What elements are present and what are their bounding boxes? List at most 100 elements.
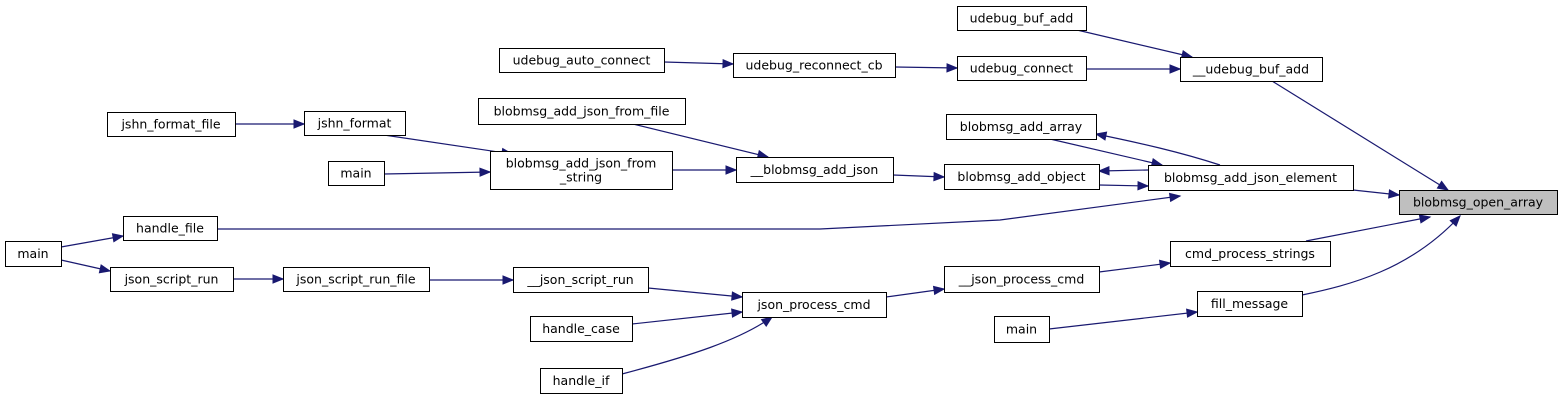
node-json-script-run[interactable]: json_script_run <box>110 267 234 292</box>
node-main-a[interactable]: main <box>328 161 385 186</box>
node-label: __blobmsg_add_json <box>750 162 879 177</box>
node-box <box>490 151 673 190</box>
node-label: _string <box>559 170 602 185</box>
arrowhead-icon <box>1169 64 1182 74</box>
node-label: udebug_reconnect_cb <box>745 58 882 73</box>
node-label: main <box>17 246 48 261</box>
node-label: main <box>340 166 371 181</box>
arrowhead-icon <box>731 291 744 301</box>
node-label: fill_message <box>1211 296 1289 311</box>
arrowhead-icon <box>731 308 744 318</box>
node-add-json-from-file[interactable]: blobmsg_add_json_from_file <box>478 98 686 125</box>
arrowhead-icon <box>1158 259 1172 270</box>
arrowhead-icon <box>946 63 959 73</box>
node-label: cmd_process_strings <box>1185 246 1315 261</box>
arrowhead-icon <box>760 316 774 327</box>
edge-add_json_element-to-add_array <box>1094 131 1221 166</box>
node-json-process-cmd[interactable]: json_process_cmd <box>742 292 887 318</box>
edge-line <box>1095 133 1221 166</box>
edge-add_json_element-to-add_object <box>1097 166 1149 176</box>
node-json-script-run-file[interactable]: json_script_run_file <box>283 267 430 292</box>
node-label: handle_file <box>136 221 204 236</box>
arrowhead-icon <box>1168 192 1182 203</box>
edge-line <box>1305 216 1431 242</box>
node-udebug-connect[interactable]: udebug_connect <box>957 56 1087 81</box>
node-add-object[interactable]: blobmsg_add_object <box>944 164 1100 190</box>
edge-udebug_buf_add-to-__udebug_buf_add <box>1076 29 1194 60</box>
node-label: blobmsg_open_array <box>1413 195 1544 210</box>
arrowhead-icon <box>725 165 738 175</box>
node-udebug-reconnect-cb[interactable]: udebug_reconnect_cb <box>733 53 896 78</box>
node-label: blobmsg_add_json_from <box>506 156 657 171</box>
edge-line <box>383 171 491 175</box>
arrowhead-icon <box>1449 215 1461 227</box>
arrowhead-icon <box>932 285 946 296</box>
edge-udebug_reconnect_cb-to-udebug_connect <box>894 63 959 73</box>
node---json-script-run[interactable]: __json_script_run <box>513 267 649 293</box>
arrowhead-icon <box>722 58 735 69</box>
node-open-array[interactable]: blobmsg_open_array <box>1399 190 1558 215</box>
edge-fill_message-to-open_array <box>1301 215 1461 296</box>
node-udebug-buf-add[interactable]: udebug_buf_add <box>957 6 1087 31</box>
arrowhead-icon <box>479 167 492 177</box>
node-label: udebug_auto_connect <box>513 53 651 68</box>
node-box <box>499 48 665 73</box>
node-cmd-process-strings[interactable]: cmd_process_strings <box>1170 241 1331 267</box>
node-label: udebug_buf_add <box>970 11 1074 26</box>
arrowhead-icon <box>1388 189 1401 199</box>
node-handle-file[interactable]: handle_file <box>123 216 218 241</box>
node-label: blobmsg_add_array <box>960 119 1083 134</box>
node-add-array[interactable]: blobmsg_add_array <box>946 114 1097 140</box>
node-box <box>283 267 430 292</box>
node-add-json-from-string[interactable]: blobmsg_add_json_from_string <box>490 151 673 190</box>
node-box <box>107 112 236 137</box>
node-box <box>946 114 1097 140</box>
node-label: udebug_connect <box>970 61 1074 76</box>
node-label: __json_script_run <box>526 272 633 287</box>
node-label: blobmsg_add_object <box>957 169 1085 184</box>
node-handle-if[interactable]: handle_if <box>540 368 623 394</box>
edge-__udebug_buf_add-to-open_array <box>1271 80 1450 191</box>
arrowhead-icon <box>502 275 515 285</box>
edge-line <box>1301 215 1461 296</box>
edge-layer <box>60 29 1461 375</box>
edge-add_array-to-add_json_element <box>1049 138 1164 168</box>
edge-__json_script_run-to-json_process_cmd <box>647 287 744 301</box>
node---udebug-buf-add[interactable]: __udebug_buf_add <box>1180 57 1323 82</box>
node---blobmsg-add-json[interactable]: __blobmsg_add_json <box>736 157 894 183</box>
edge-__blobmsg_add_json-to-add_object <box>892 171 946 182</box>
arrowhead-icon <box>1418 214 1432 224</box>
node-jshn-format-file[interactable]: jshn_format_file <box>107 112 236 137</box>
node-box <box>1170 241 1331 267</box>
node-add-json-element[interactable]: blobmsg_add_json_element <box>1148 165 1354 191</box>
edge-line <box>1271 80 1449 191</box>
node-box <box>513 267 649 293</box>
node-jshn-format[interactable]: jshn_format <box>304 111 406 136</box>
edge-json_script_run-to-json_script_run_file <box>233 274 285 284</box>
node-box <box>478 98 686 125</box>
edge-add_json_from_string-to-__blobmsg_add_json <box>672 165 738 175</box>
arrowhead-icon <box>272 274 285 284</box>
node-udebug-auto-connect[interactable]: udebug_auto_connect <box>499 48 665 73</box>
arrowhead-icon <box>98 264 112 274</box>
edge-json_script_run_file-to-__json_script_run <box>429 275 515 285</box>
edge-handle_case-to-json_process_cmd <box>631 308 744 325</box>
node-main-b[interactable]: main <box>5 241 62 267</box>
node-main-c[interactable]: main <box>994 316 1050 343</box>
node-fill-message[interactable]: fill_message <box>1197 291 1303 317</box>
edge-udebug_connect-to-__udebug_buf_add <box>1086 64 1182 74</box>
node-box <box>736 157 894 183</box>
node-box <box>530 316 633 342</box>
node-handle-case[interactable]: handle_case <box>530 316 633 342</box>
arrowhead-icon <box>293 119 306 129</box>
edge-line <box>1076 29 1193 58</box>
edge-line <box>663 61 734 65</box>
edge-main_b-to-handle_file <box>60 233 125 248</box>
edge-line <box>1049 138 1163 166</box>
arrowhead-icon <box>1186 308 1199 318</box>
node---json-process-cmd[interactable]: __json_process_cmd <box>944 266 1100 293</box>
edge-main_a-to-add_json_from_string <box>383 167 492 177</box>
node-box <box>110 267 234 292</box>
node-box <box>994 316 1050 343</box>
node-box <box>944 266 1100 293</box>
